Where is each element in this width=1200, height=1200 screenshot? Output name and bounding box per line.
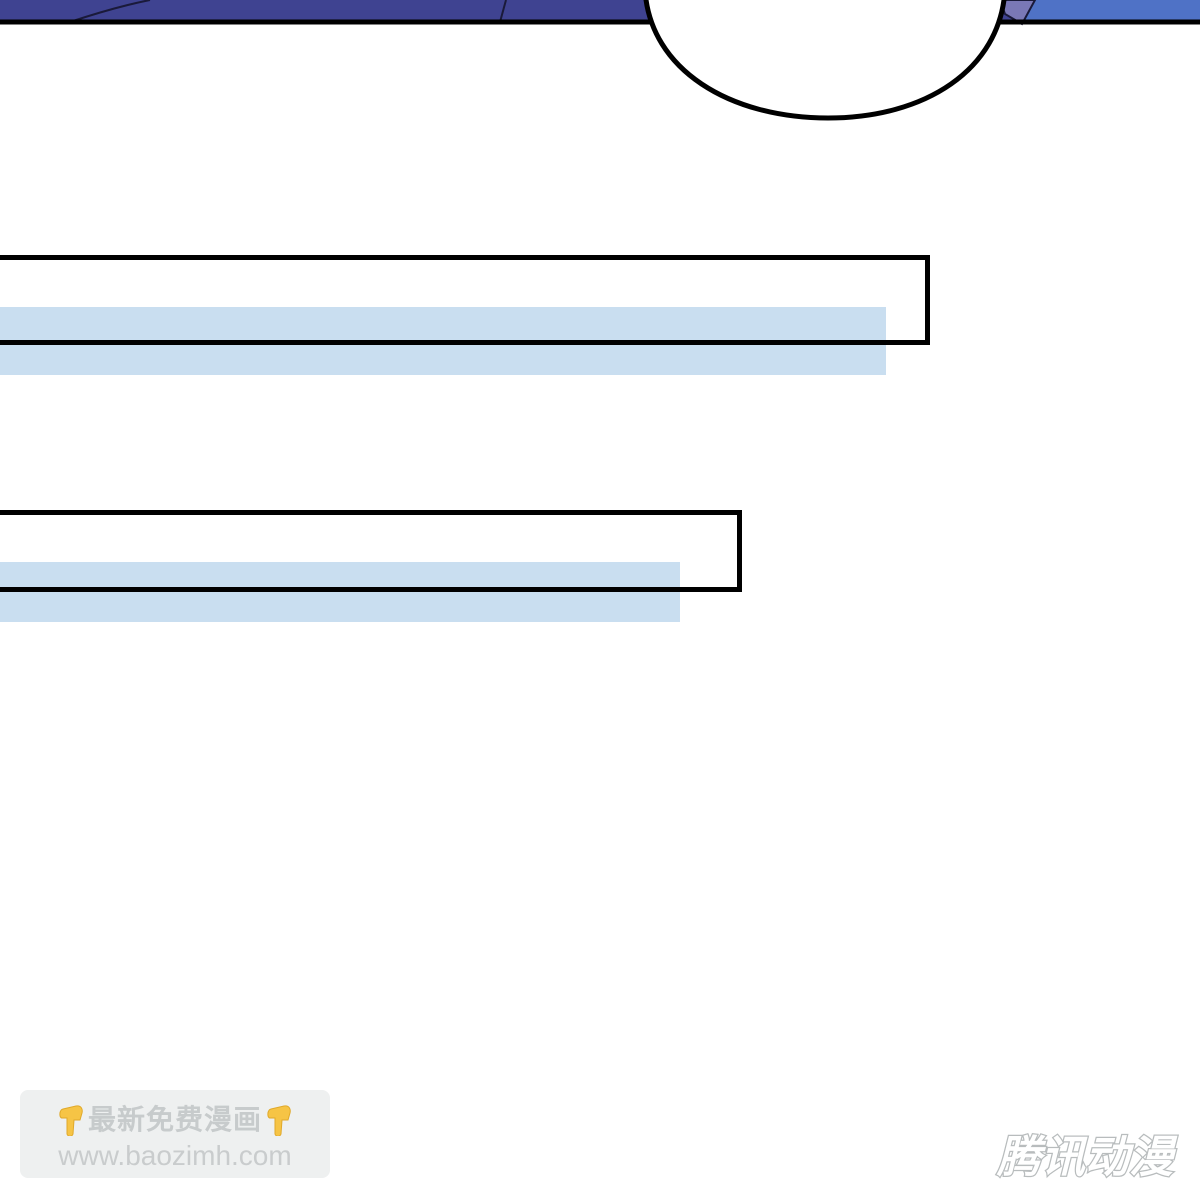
pointing-down-hand-icon — [59, 1105, 83, 1136]
watermark-url: www.baozimh.com — [58, 1140, 292, 1171]
caption-box-2 — [0, 510, 742, 592]
brand-logo-text: 腾讯动漫 — [996, 1132, 1178, 1183]
brand-logo: 腾讯动漫 — [995, 1131, 1179, 1184]
panel-sky-right — [1010, 0, 1200, 22]
watermark-line-1: 最新免费漫画 — [30, 1098, 320, 1138]
top-comic-panel — [0, 0, 1200, 121]
caption-box-1 — [0, 255, 930, 345]
speech-bubble — [643, 0, 1007, 121]
caption-highlight-2 — [0, 562, 680, 622]
watermark-text-1: 最新免费漫画 — [87, 1103, 262, 1136]
panel-line — [69, 0, 151, 23]
panel-line — [499, 0, 507, 23]
watermark-card: 最新免费漫画 www.baozimh.com — [20, 1090, 330, 1178]
pointing-down-hand-icon — [267, 1105, 291, 1136]
